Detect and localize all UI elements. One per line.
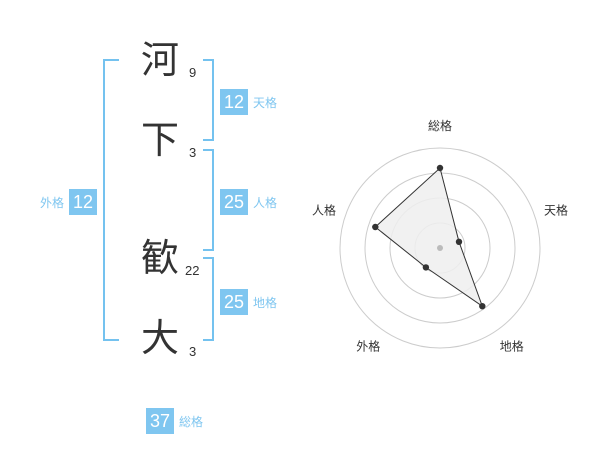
soukaku-label: 総格 [179, 414, 204, 429]
badge-tenkaku: 12 天格 [220, 89, 277, 115]
radar-point-1 [436, 164, 444, 172]
radar-point-4 [422, 264, 430, 271]
radar-axis-label-4: 外格 [356, 339, 380, 354]
radar-point-2 [455, 238, 463, 245]
radar-point-3 [479, 303, 486, 310]
bracket-chikaku [203, 257, 214, 341]
brackets [103, 59, 214, 341]
name-char-2: 下 [140, 118, 179, 162]
tenkaku-label: 天格 [253, 95, 278, 110]
name-char-4: 大 [140, 316, 179, 360]
soukaku-value: 37 [146, 408, 174, 434]
name-char-1: 河 [140, 38, 179, 82]
stroke-count-2: 3 [189, 145, 197, 160]
radar-axis-label-3: 地格 [500, 339, 524, 354]
radar-axis-label-1: 総格 [428, 118, 452, 133]
radar-grid-ring-4 [339, 147, 541, 349]
radar-point-5 [372, 223, 379, 231]
chikaku-value: 25 [220, 289, 248, 315]
radar-polygon [374, 167, 484, 308]
stroke-count-1: 9 [189, 65, 197, 80]
radar-axis-label-2: 天格 [544, 202, 568, 217]
badge-soukaku: 37 総格 [146, 408, 203, 434]
tenkaku-value: 12 [220, 89, 248, 115]
jinkaku-label: 人格 [253, 195, 278, 210]
radar-axis-label-5: 人格 [312, 202, 336, 217]
chikaku-label: 地格 [253, 295, 278, 310]
badge-jinkaku: 25 人格 [220, 189, 277, 215]
gaikaku-value: 12 [69, 189, 98, 215]
name-char-3: 歓 [140, 236, 179, 280]
badge-gaikaku: 外格 12 [40, 189, 98, 215]
stroke-count-4: 3 [189, 344, 197, 359]
bracket-jinkaku [203, 149, 214, 251]
radar-center-dot [437, 245, 443, 251]
bracket-gaikaku [103, 59, 119, 341]
stroke-count-3: 22 [185, 263, 200, 278]
jinkaku-value: 25 [220, 189, 248, 215]
gaikaku-label: 外格 [40, 195, 65, 210]
badge-chikaku: 25 地格 [220, 289, 277, 315]
bracket-tenkaku [203, 59, 214, 141]
